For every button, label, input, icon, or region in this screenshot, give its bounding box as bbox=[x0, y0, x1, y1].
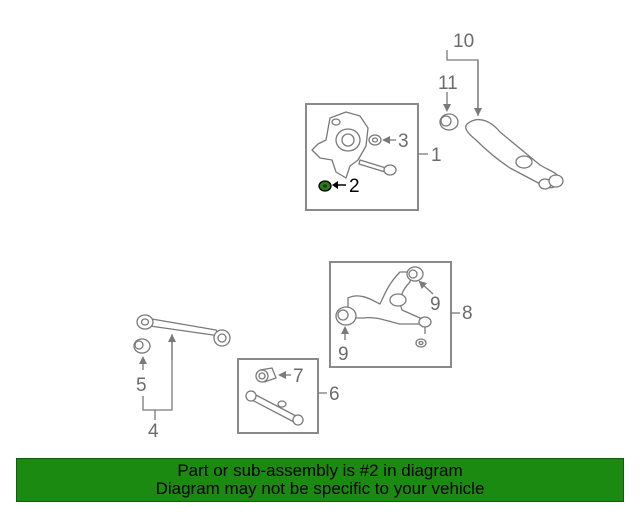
ball-joint-icon bbox=[415, 316, 432, 348]
callout-8: 8 bbox=[462, 303, 473, 324]
callout-2: 2 bbox=[349, 176, 360, 197]
part-group-10: 10 11 bbox=[438, 31, 564, 190]
bushing-11-icon bbox=[439, 113, 459, 131]
upper-control-arm-icon bbox=[347, 271, 421, 325]
callout-1: 1 bbox=[431, 145, 442, 166]
callout-5: 5 bbox=[136, 375, 147, 396]
knuckle-icon bbox=[311, 111, 369, 179]
nut-3-icon bbox=[368, 134, 382, 146]
info-banner: Part or sub-assembly is #2 in diagram Di… bbox=[16, 458, 624, 502]
callout-6: 6 bbox=[329, 384, 340, 405]
leader-9-top bbox=[418, 280, 434, 295]
bolt-icon bbox=[358, 159, 397, 176]
bushing-9-top-icon bbox=[406, 266, 424, 282]
lateral-link-4-icon bbox=[136, 314, 231, 347]
trailing-link-10-icon bbox=[465, 118, 564, 190]
lower-link-6-icon bbox=[245, 390, 304, 426]
callout-9-top: 9 bbox=[430, 294, 441, 315]
leader-2-arrowhead bbox=[332, 181, 338, 189]
part-group-4: 5 4 bbox=[133, 314, 231, 442]
parts-diagram: 10 11 3 1 2 bbox=[133, 31, 564, 442]
callout-9-left: 9 bbox=[338, 344, 349, 365]
callout-11: 11 bbox=[438, 73, 458, 94]
part-group-1: 3 1 2 bbox=[305, 103, 442, 211]
callout-7: 7 bbox=[293, 366, 304, 387]
callout-4: 4 bbox=[148, 421, 159, 442]
bushing-5-icon bbox=[133, 338, 151, 354]
part-group-6: 7 6 bbox=[237, 358, 340, 434]
bushing-9-left-icon bbox=[335, 306, 357, 326]
banner-line-1: Part or sub-assembly is #2 in diagram bbox=[177, 461, 463, 480]
nut-2-highlighted-icon bbox=[318, 180, 332, 192]
banner-line-2: Diagram may not be specific to your vehi… bbox=[155, 479, 485, 498]
bushing-7-icon bbox=[255, 367, 277, 383]
callout-3: 3 bbox=[398, 131, 409, 152]
part-group-8: 9 9 8 bbox=[329, 261, 473, 368]
callout-10: 10 bbox=[453, 31, 474, 52]
bracket-4 bbox=[142, 334, 173, 411]
